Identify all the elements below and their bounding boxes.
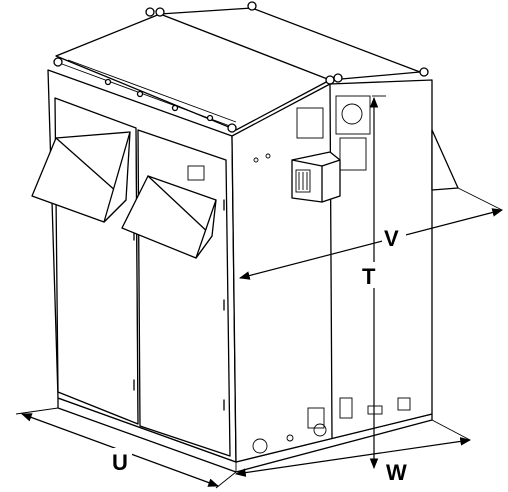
vent-hood-right <box>121 175 217 259</box>
rear-hood <box>431 129 459 191</box>
cover-plate <box>296 107 324 139</box>
side-vent-box <box>291 151 341 203</box>
dimension-w <box>234 419 472 477</box>
lifting-eye <box>145 7 155 17</box>
dimension-v <box>238 187 504 280</box>
lifting-eye <box>227 123 237 133</box>
roof <box>53 1 429 133</box>
dimension-label-t: T <box>362 264 376 289</box>
lifting-eye <box>333 73 343 83</box>
lifting-eye <box>419 67 429 77</box>
front-face <box>47 69 237 463</box>
dimension-label-u: U <box>112 450 128 475</box>
dimension-label-v: V <box>384 226 399 251</box>
nameplate <box>187 165 205 181</box>
lifting-eye <box>53 57 63 67</box>
dimension-label-w: W <box>386 460 407 485</box>
side-face <box>231 79 433 463</box>
cover-plate <box>339 137 367 171</box>
lifting-eye <box>155 7 165 17</box>
lifting-eye <box>325 75 335 85</box>
lifting-eye <box>247 1 257 11</box>
vent-hood-left <box>31 131 131 223</box>
